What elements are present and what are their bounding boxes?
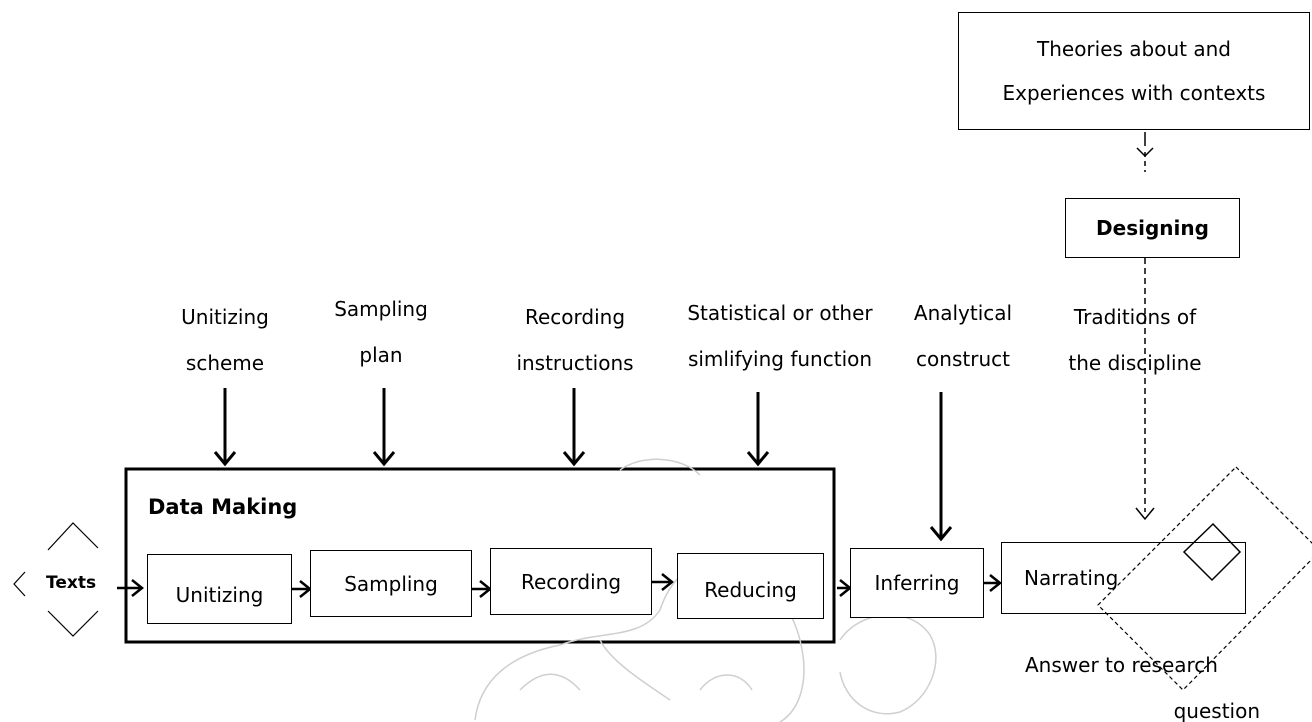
input-sampling-plan: Sampling plan [318, 286, 444, 378]
input-analytical-construct-line-1: Analytical [913, 301, 1013, 325]
input-unitizing-scheme: Unitizing scheme [160, 294, 290, 386]
input-traditions-line-2: the discipline [1068, 351, 1202, 375]
narrating-box: Narrating [1001, 542, 1246, 614]
designing-label: Designing [1096, 216, 1209, 240]
contexts-box: Theories about and Experiences with cont… [958, 12, 1310, 130]
input-unitizing-scheme-line-1: Unitizing [181, 305, 269, 329]
designing-box: Designing [1065, 198, 1240, 258]
input-analytical-construct-line-2: construct [916, 347, 1010, 371]
input-simplifying-function-line-1: Statistical or other [687, 301, 873, 325]
unitizing-box: Unitizing [147, 554, 292, 624]
sampling-box: Sampling [310, 550, 472, 617]
input-simplifying-function-line-2: simlifying function [687, 347, 873, 371]
recording-label: Recording [520, 569, 622, 594]
unitizing-label: Unitizing [175, 583, 264, 607]
contexts-line-1: Theories about and [1037, 37, 1231, 61]
input-sampling-plan-line-2: plan [359, 343, 403, 367]
texts-label: Texts [46, 573, 97, 593]
reducing-box: Reducing [677, 553, 824, 619]
input-simplifying-function: Statistical or other simlifying function [660, 290, 900, 382]
data-making-title: Data Making [148, 495, 298, 519]
recording-box: Recording [490, 548, 652, 615]
narrating-label: Narrating [1024, 566, 1119, 590]
input-analytical-construct: Analytical construct [893, 290, 1033, 382]
input-recording-instructions-line-2: instructions [516, 351, 634, 375]
data-making-container [124, 467, 836, 644]
dashed-rotated-square [1097, 466, 1312, 691]
contexts-line-2: Experiences with contexts [1002, 81, 1266, 105]
input-recording-instructions: Recording instructions [485, 294, 665, 386]
texts-diamond-left [13, 571, 26, 597]
texts-diamond-top [47, 522, 99, 551]
input-unitizing-scheme-line-2: scheme [185, 351, 265, 375]
texts-diamond-bottom [47, 610, 99, 637]
answer-line-1: Answer to research [1025, 653, 1218, 677]
reducing-label: Reducing [704, 578, 797, 602]
sampling-label: Sampling [344, 571, 438, 596]
inferring-label: Inferring [874, 571, 960, 595]
input-traditions: Traditions of the discipline [1050, 294, 1220, 386]
answer-line-2: question [1173, 699, 1260, 722]
input-traditions-line-1: Traditions of [1073, 305, 1197, 329]
inferring-box: Inferring [850, 548, 984, 618]
input-sampling-plan-line-1: Sampling [334, 297, 428, 321]
input-recording-instructions-line-1: Recording [524, 305, 626, 329]
